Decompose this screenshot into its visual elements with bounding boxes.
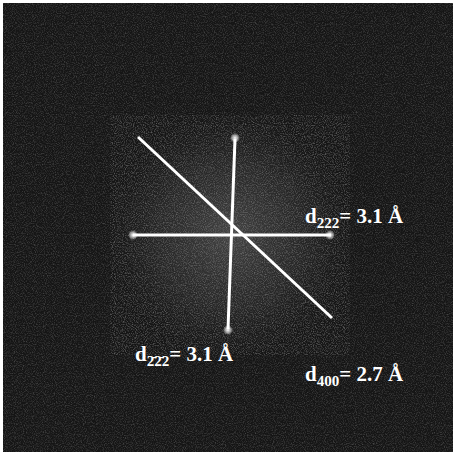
central-glow bbox=[110, 115, 350, 355]
miller-index: 222 bbox=[317, 215, 340, 231]
miller-index: 400 bbox=[317, 373, 340, 389]
symbol: d bbox=[135, 342, 147, 366]
lattice-spacing-label: d222= 3.1 Å bbox=[305, 205, 403, 232]
dark-ground bbox=[3, 3, 453, 452]
lattice-spacing-label: d400= 2.7 Å bbox=[305, 363, 403, 390]
miller-index: 2̄2̄2 bbox=[147, 353, 170, 369]
value: = 2.7 Å bbox=[339, 362, 403, 386]
glow-noise bbox=[110, 115, 350, 355]
value: = 3.1 Å bbox=[169, 342, 233, 366]
symbol: d bbox=[305, 362, 317, 386]
direction-line bbox=[133, 234, 331, 237]
lattice-spacing-label: d2̄2̄2= 3.1 Å bbox=[135, 343, 233, 370]
noise bbox=[3, 3, 453, 452]
value: = 3.1 Å bbox=[339, 204, 403, 228]
symbol: d bbox=[305, 204, 317, 228]
